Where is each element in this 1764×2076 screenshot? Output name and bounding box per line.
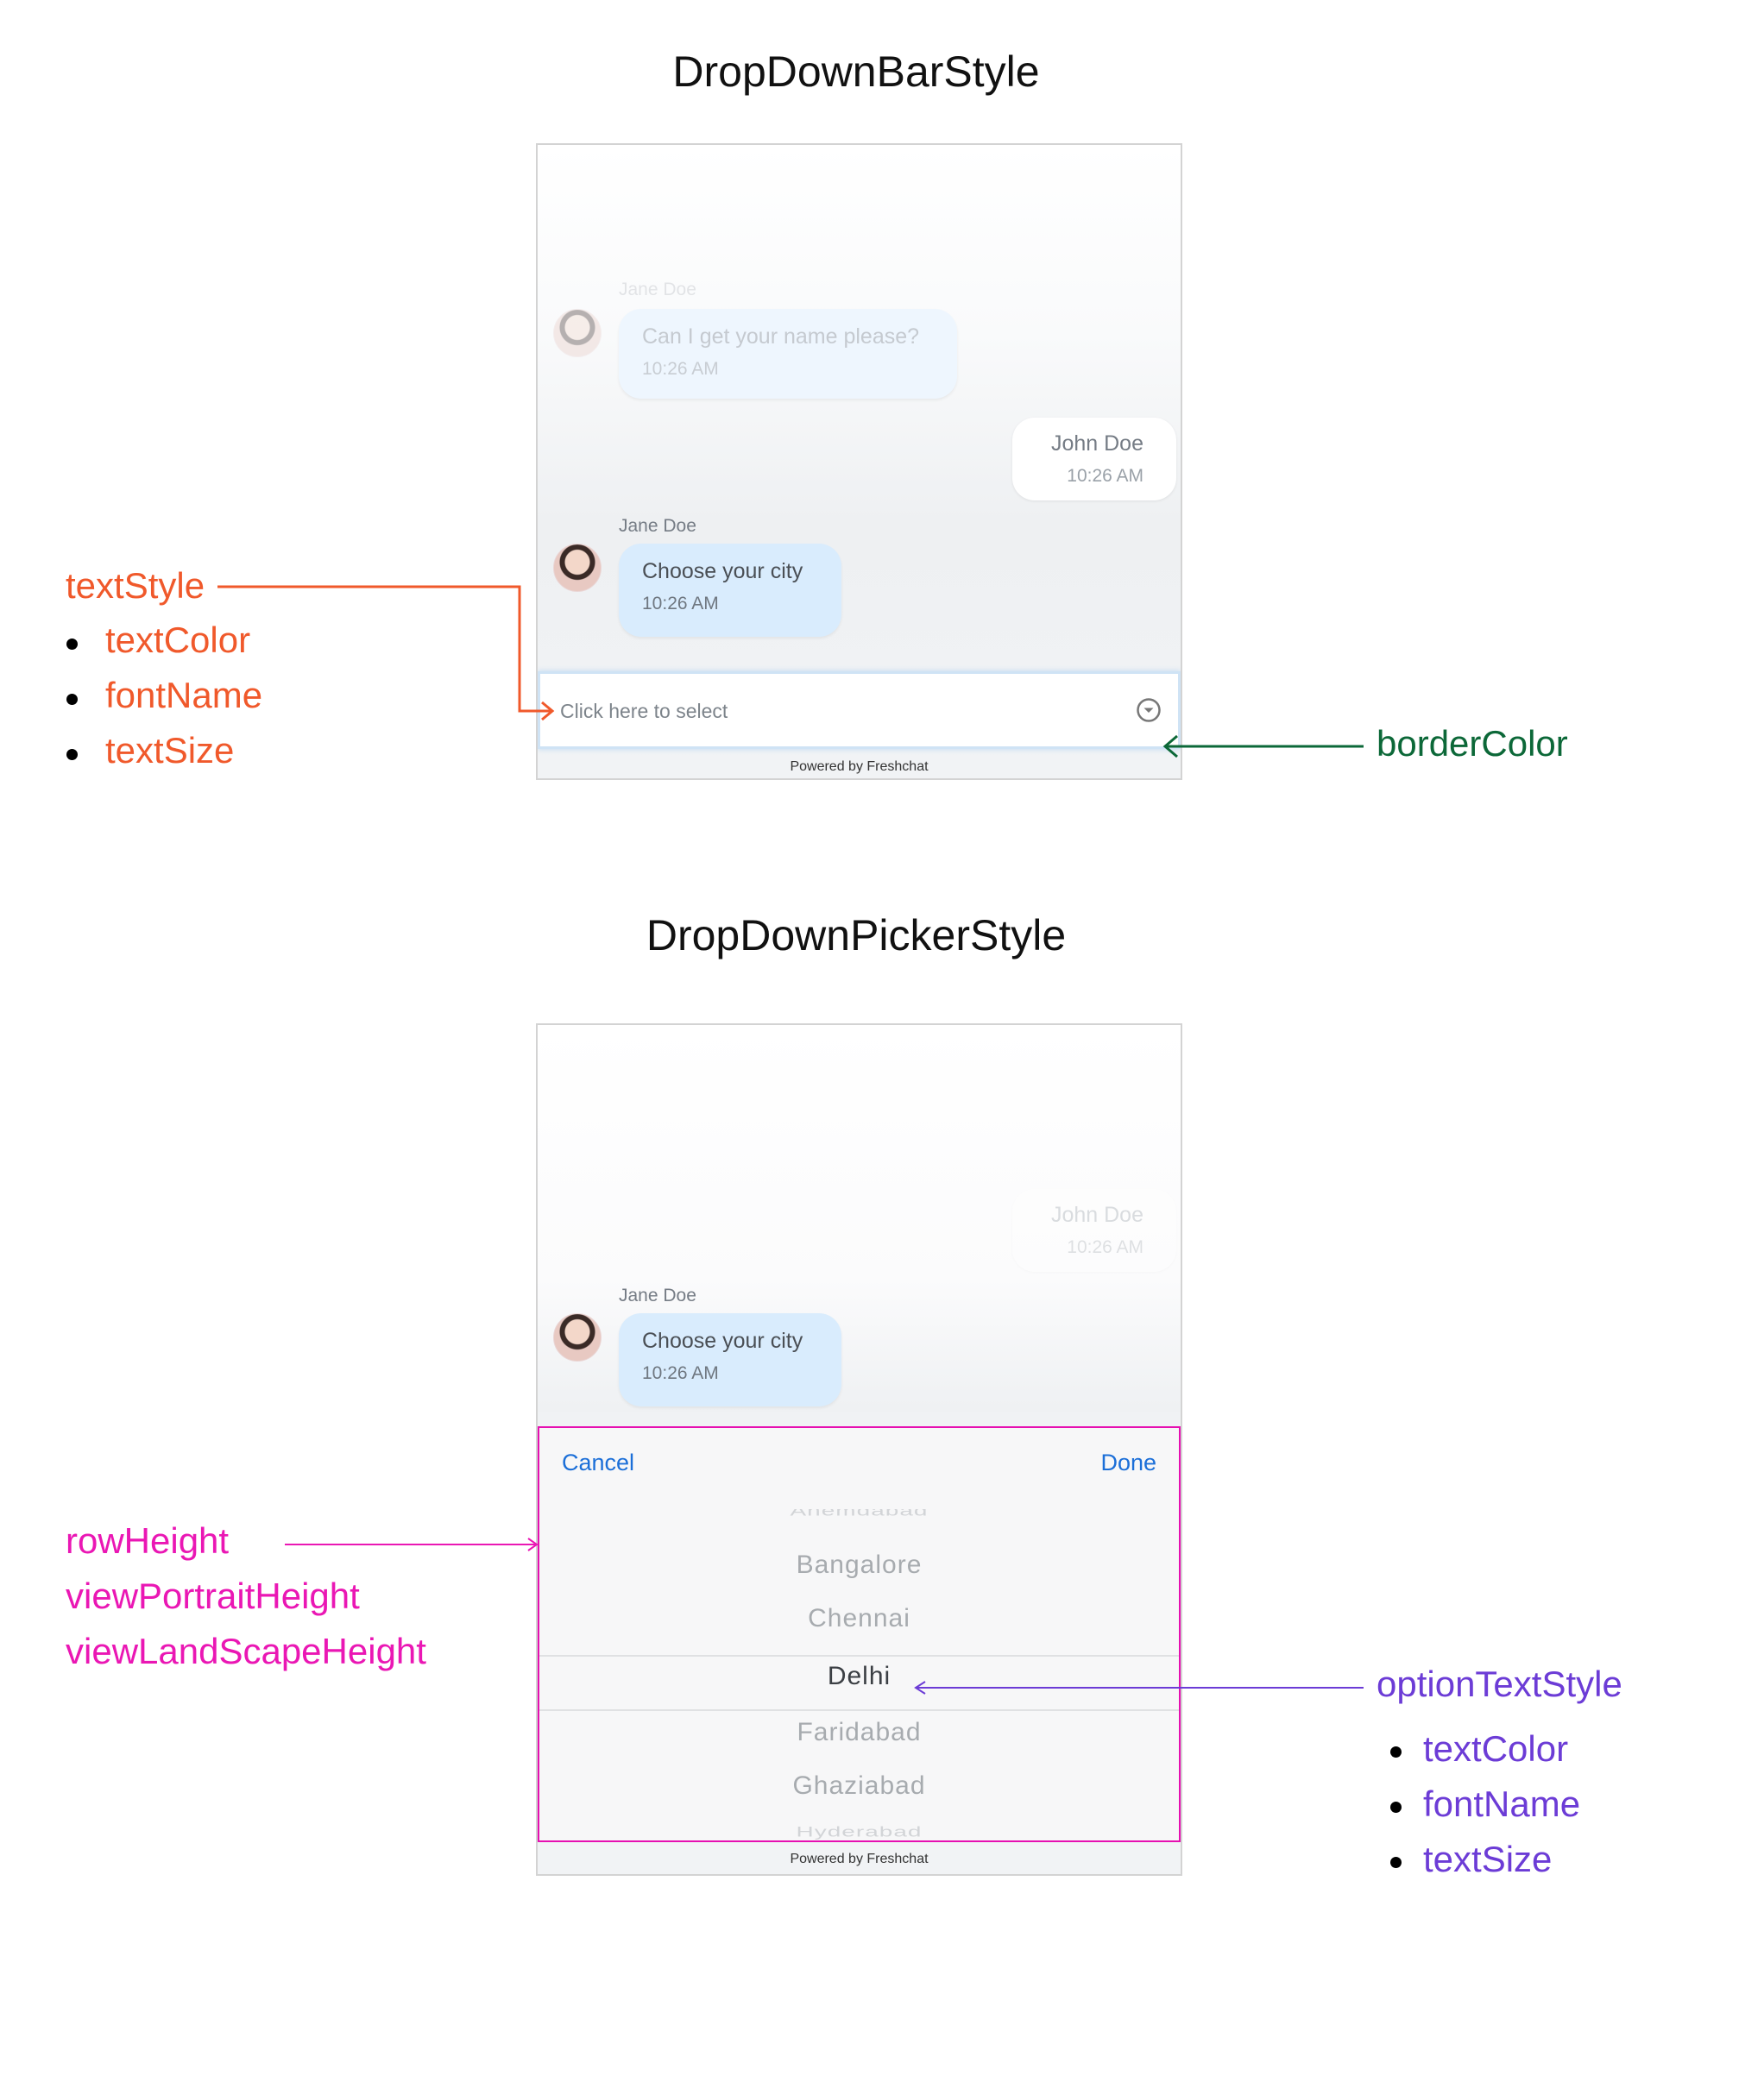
text-style-item: textColor	[105, 620, 251, 660]
agent-avatar	[553, 1313, 602, 1362]
bullet	[66, 694, 78, 705]
message-bubble-incoming: Choose your city 10:26 AM	[619, 1313, 841, 1406]
powered-by-footer: Powered by Freshchat	[790, 1852, 929, 1866]
message-text: Can I get your name please?	[642, 324, 920, 349]
text-style-item: textSize	[105, 730, 235, 771]
message-bubble-outgoing: John Doe 10:26 AM	[1012, 418, 1176, 500]
bullet	[1390, 1802, 1402, 1813]
agent-avatar	[553, 309, 602, 357]
picker-option[interactable]: Hyderabad	[796, 1823, 923, 1840]
picker-option[interactable]: Faridabad	[797, 1718, 922, 1746]
message-text: Choose your city	[642, 559, 803, 583]
bullet	[1390, 1746, 1402, 1758]
chevron-down-circle-icon[interactable]	[1136, 697, 1162, 723]
sender-name: Jane Doe	[619, 516, 696, 536]
bar-section-title: DropDownBarStyle	[672, 47, 1040, 96]
view-portrait-height-label: viewPortraitHeight	[66, 1576, 360, 1616]
bullet	[66, 749, 78, 760]
bullet	[1390, 1857, 1402, 1868]
message-bubble-incoming: Choose your city 10:26 AM	[619, 544, 841, 637]
picker-option[interactable]: Ahemdabad	[790, 1509, 929, 1519]
picker-option[interactable]: Bangalore	[796, 1551, 923, 1579]
picker-option[interactable]: Ghaziabad	[792, 1771, 926, 1800]
message-time: 10:26 AM	[1067, 466, 1143, 486]
option-text-style-item: fontName	[1423, 1783, 1581, 1824]
option-text-style-item: textColor	[1423, 1728, 1569, 1769]
message-time: 10:26 AM	[1067, 1237, 1143, 1257]
message-bubble-incoming: Can I get your name please? 10:26 AM	[619, 309, 957, 399]
dropdown-picker: Cancel Done Ahemdabad Bangalore Chennai …	[538, 1426, 1181, 1842]
bar-style-phone-screen: Jane Doe Can I get your name please? 10:…	[536, 143, 1182, 780]
done-button[interactable]: Done	[1100, 1450, 1156, 1475]
selection-divider	[539, 1655, 1179, 1657]
text-style-label: textStyle	[66, 565, 205, 606]
message-time: 10:26 AM	[642, 1363, 719, 1383]
sender-name: Jane Doe	[619, 1286, 696, 1305]
row-height-label: rowHeight	[66, 1520, 230, 1561]
dropdown-bar[interactable]: Click here to select	[538, 671, 1181, 749]
message-text: Choose your city	[642, 1329, 803, 1353]
row-height-arrow	[285, 1538, 539, 1551]
picker-option-selected[interactable]: Delhi	[827, 1662, 891, 1690]
message-text: John Doe	[1050, 431, 1143, 456]
option-text-style-item: textSize	[1423, 1839, 1553, 1879]
text-style-arrow	[217, 585, 555, 721]
border-color-label: borderColor	[1377, 723, 1568, 764]
option-text-style-label: optionTextStyle	[1377, 1664, 1622, 1704]
dropdown-placeholder: Click here to select	[560, 700, 728, 722]
sender-name: Jane Doe	[619, 280, 696, 299]
message-time: 10:26 AM	[642, 594, 719, 613]
picker-style-phone-screen: John Doe 10:26 AM Jane Doe Choose your c…	[536, 1023, 1182, 1876]
message-text: John Doe	[1050, 1203, 1143, 1227]
border-color-arrow	[1162, 734, 1364, 758]
view-landscape-height-label: viewLandScapeHeight	[66, 1631, 426, 1671]
message-bubble-outgoing: John Doe 10:26 AM	[1012, 1189, 1176, 1272]
message-time: 10:26 AM	[642, 359, 719, 379]
powered-by-footer: Powered by Freshchat	[790, 759, 929, 774]
cancel-button[interactable]: Cancel	[562, 1450, 635, 1475]
picker-section-title: DropDownPickerStyle	[646, 911, 1067, 959]
agent-avatar	[553, 544, 602, 592]
bullet	[66, 639, 78, 650]
text-style-item: fontName	[105, 675, 263, 715]
picker-option[interactable]: Chennai	[808, 1604, 910, 1632]
picker-wheel[interactable]: Ahemdabad Bangalore Chennai Delhi Farida…	[539, 1509, 1179, 1842]
selection-divider	[539, 1709, 1179, 1711]
